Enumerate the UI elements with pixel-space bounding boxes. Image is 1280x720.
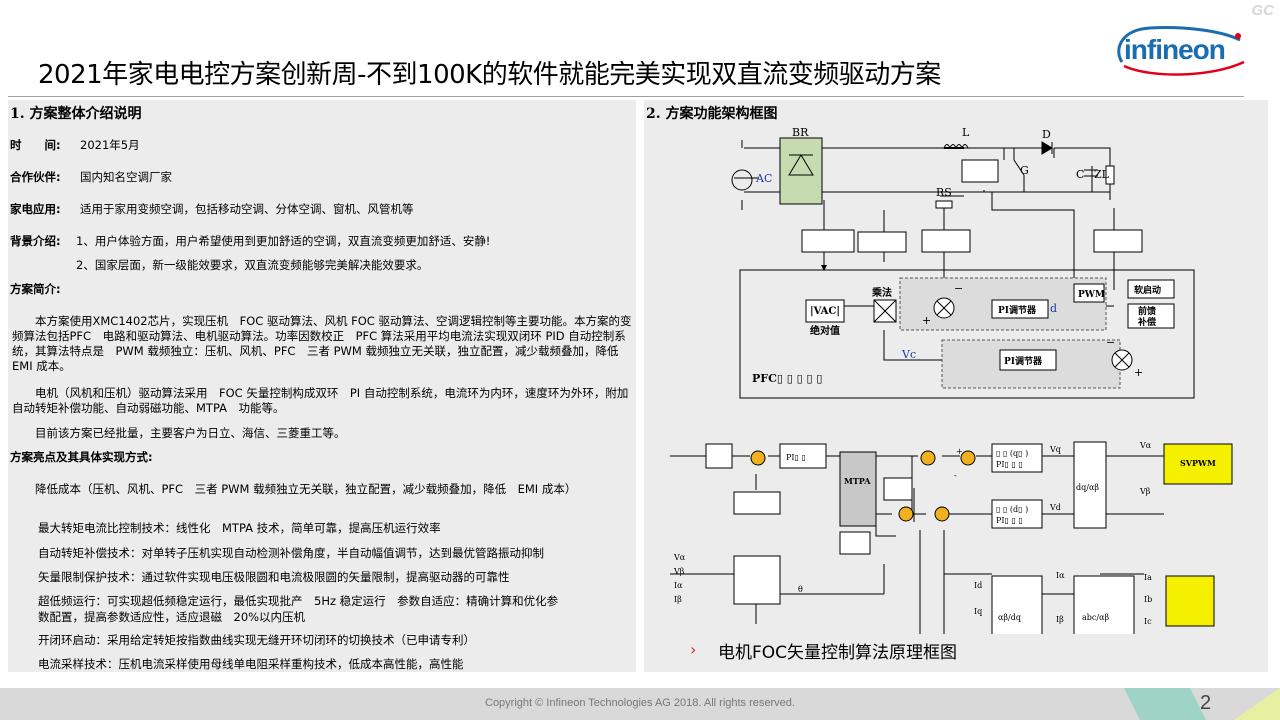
label-pfc: PFC▯ ▯ ▯ ▯ ▯ [752,372,822,385]
footer-bar [0,688,1280,720]
summary-paragraph-1: 本方案使用XMC1402芯片，实现压机 FOC 驱动算法、风机 FOC 驱动算法… [12,314,632,373]
partner-label: 合作伙伴: [10,170,61,184]
footer-accent [1124,688,1280,720]
copyright: Copyright © Infineon Technologies AG 201… [485,697,795,709]
foc-in-vbeta: Vβ [673,567,685,576]
foc-pid: ▯ ▯ (d▯ ) [996,505,1028,514]
time-value: 2021年5月 [80,138,140,152]
highlight-6: 开闭环启动：采用给定转矩按指数曲线实现无缝开环切闭环的切换技术（已申请专利） [38,633,475,647]
foc-pi-speed: PI▯ ▯ [786,453,806,462]
foc-dqab: dq/αβ [1076,483,1099,492]
logo-swoosh-icon [1117,26,1245,76]
foc-ib: Ib [1144,595,1152,604]
background-point-2: 2、国家层面，新一级能效要求，双直流变频能够完美解决能效要求。 [76,258,429,272]
highlight-4: 矢量限制保护技术：通过软件实现电压极限圆和电流极限圆的矢量限制，提高驱动器的可靠… [38,570,510,584]
label-abs: 绝对值 [810,324,840,337]
corner-mark: GC [1251,2,1275,19]
foc-vd: Vd [1049,503,1061,512]
highlight-5a: 超低频运行：可实现超低频稳定运行，最低实现批产 5Hz 稳定运行 参数自适应：精… [38,594,559,608]
diode-icon [1041,141,1053,155]
page-number: 2 [1200,692,1212,714]
foc-in-ialpha: Iα [674,581,683,590]
highlight-7: 电流采样技术：压机电流采样使用母线单电阻采样重构技术，低成本高性能，高性能 [38,657,464,671]
foc-diagram-caption: 电机FOC矢量控制算法原理框图 [718,643,958,663]
partner-value: 国内知名空调厂家 [80,170,172,184]
foc-in-ibeta: Iβ [674,595,682,604]
label-duty: d [1050,302,1057,315]
architecture-section-title: 2. 方案功能架构框图 [646,106,778,122]
label-g: G [1020,164,1029,177]
background-point-1: 1、用户体验方面，用户希望使用到更加舒适的空调，双直流变频更加舒适、安静! [76,234,491,248]
label-pwm: PWM [1078,290,1105,300]
label-mult: 乘法 [871,286,892,299]
summary-paragraph-3: 目前该方案已经批量，主要客户为日立、海信、三菱重工等。 [12,426,346,440]
infineon-logo: infineon [1110,22,1250,82]
summary-label: 方案简介: [10,282,61,296]
foc-piq2: PI▯ ▯ ▯ [996,460,1023,469]
foc-plus: + [956,447,963,456]
foc-ibeta: Iβ [1056,615,1064,624]
foc-ia: Ia [1144,573,1152,582]
foc-pid2: PI▯ ▯ ▯ [996,516,1023,525]
pfc-diagram: BR L D AC G RS C ZL |VAC| 绝对值 乘法 PI调节器 P… [731,126,1195,399]
application-label: 家电应用: [10,202,61,216]
foc-svpwm: SVPWM [1180,458,1216,468]
foc-diagram: PI▯ ▯ MTPA ▯ ▯ (q▯ ) PI▯ ▯ ▯ ▯ ▯ (d▯ ) P… [670,441,1233,634]
foc-minus: - [954,471,957,480]
foc-in-valpha: Vα [673,553,686,562]
title-divider [8,96,1244,97]
caption-bullet-icon: › [690,640,697,659]
label-vac: |VAC| [810,306,840,317]
intro-section-title: 1. 方案整体介绍说明 [10,106,142,122]
inductor-icon [943,144,969,150]
highlight-1: 降低成本（压机、风机、PFC 三者 PWM 载频独立无关联，独立配置，减少载频叠… [12,482,577,496]
label-c: C [1076,168,1084,181]
foc-vq: Vq [1049,445,1061,454]
foc-vbeta: Vβ [1139,487,1151,496]
label-ac: AC [755,172,772,185]
ac-source-icon [731,169,753,191]
intro-panel: 1. 方案整体介绍说明 时 间: 2021年5月 合作伙伴: 国内知名空调厂家 … [8,100,636,672]
foc-piq: ▯ ▯ (q▯ ) [996,449,1028,458]
summary-paragraph-2: 电机（风机和压机）驱动算法采用 FOC 矢量控制构成双环 PI 自动控制系统，电… [12,386,629,415]
foc-ic: Ic [1144,617,1152,626]
page-title: 2021年家电电控方案创新周-不到100K的软件就能完美实现双直流变频驱动方案 [38,60,941,90]
label-rs: RS [936,186,952,199]
highlight-2: 最大转矩电流比控制技术：线性化 MTPA 技术，简单可靠，提高压机运行效率 [38,521,441,535]
application-value: 适用于家用变频空调，包括移动空调、分体空调、窗机、风管机等 [80,202,414,216]
label-soft-start: 软启动 [1134,284,1161,296]
label-plus1: + [922,314,931,327]
architecture-panel: 2. 方案功能架构框图 [644,100,1268,672]
foc-ialpha: Iα [1056,571,1065,580]
highlight-5b: 数配置，提高参数适应性，适应退磁 20%以内压机 [38,610,306,624]
label-zl: ZL [1094,168,1110,181]
logo-wordmark: infineon [1124,34,1226,65]
foc-valpha: Vα [1139,441,1152,450]
foc-abdq: αβ/dq [998,613,1021,622]
label-pi2: PI调节器 [1004,355,1043,367]
time-label: 时 间: [10,138,61,152]
label-d: D [1042,128,1051,141]
label-minus1: − [954,282,963,295]
label-ff1: 前馈 [1138,305,1156,317]
foc-theta: θ [798,585,803,594]
foc-id: Id [974,581,982,590]
bridge-rectifier [779,137,823,205]
pfc-control-frame [739,269,1195,399]
foc-abcab: abc/αβ [1082,613,1109,622]
background-label: 背景介绍: [10,234,61,248]
label-ff2: 补偿 [1137,316,1156,328]
foc-mtpa: MTPA [844,476,871,486]
highlights-label: 方案亮点及其具体实现方式: [10,450,153,464]
label-minus2: − [1106,336,1115,349]
highlight-3: 自动转矩补偿技术：对单转子压机实现自动检测补偿角度，半自动幅值调节，达到最优管路… [38,546,544,560]
label-br: BR [792,126,809,139]
label-l: L [962,126,970,139]
label-vc: Vc [901,348,916,361]
label-plus2: + [1134,366,1143,379]
label-pi1: PI调节器 [998,304,1037,316]
foc-iq: Iq [974,607,982,616]
